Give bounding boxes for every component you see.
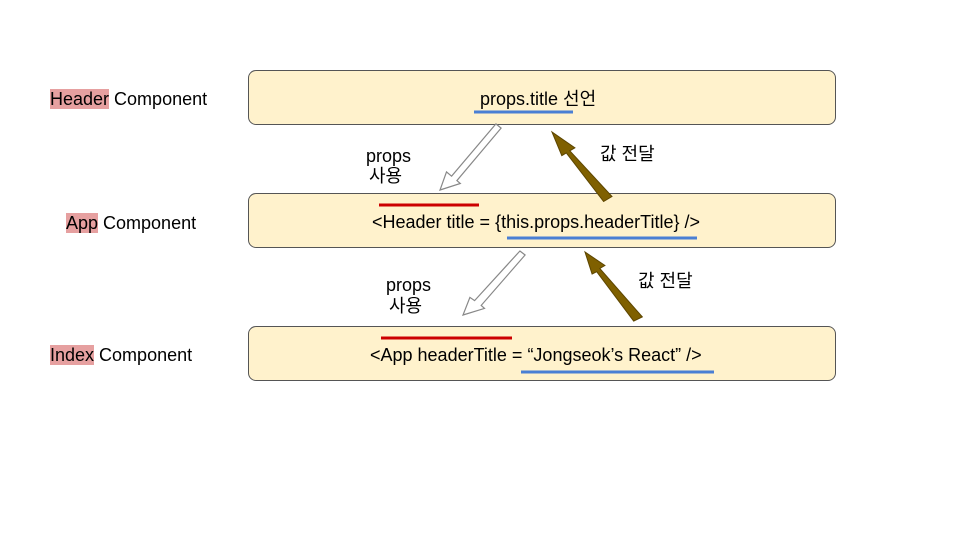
header-label-highlight: Header	[50, 89, 110, 109]
index-label-rest: Component	[94, 345, 193, 365]
app-component-label: App Component	[66, 212, 196, 234]
props-down-arrow-1	[439, 123, 502, 191]
app-box-text: <Header title = {this.props.headerTitle}…	[372, 212, 701, 232]
index-component-label: Index Component	[50, 344, 192, 366]
app-label-highlight: App	[66, 213, 99, 233]
props-use-note-1-line2: 사용	[369, 166, 403, 186]
header-component-box	[248, 70, 836, 125]
value-pass-note-1: 값 전달	[600, 144, 655, 164]
header-component-label: Header Component	[50, 88, 207, 110]
index-label-highlight: Index	[50, 345, 95, 365]
value-up-arrow-2	[584, 250, 644, 322]
value-pass-note-2: 값 전달	[638, 271, 693, 291]
props-use-note-2-line1: props	[386, 275, 432, 295]
index-box-text: <App headerTitle = “Jongseok’s React” />	[370, 345, 702, 365]
props-down-arrow-2	[461, 250, 526, 316]
app-label-rest: Component	[98, 213, 197, 233]
value-up-arrow-1	[550, 130, 613, 203]
props-use-note-2-line2: 사용	[389, 296, 423, 316]
header-label-rest: Component	[109, 89, 208, 109]
header-box-text: props.title 선언	[480, 89, 597, 109]
props-use-note-1-line1: props	[366, 146, 412, 166]
